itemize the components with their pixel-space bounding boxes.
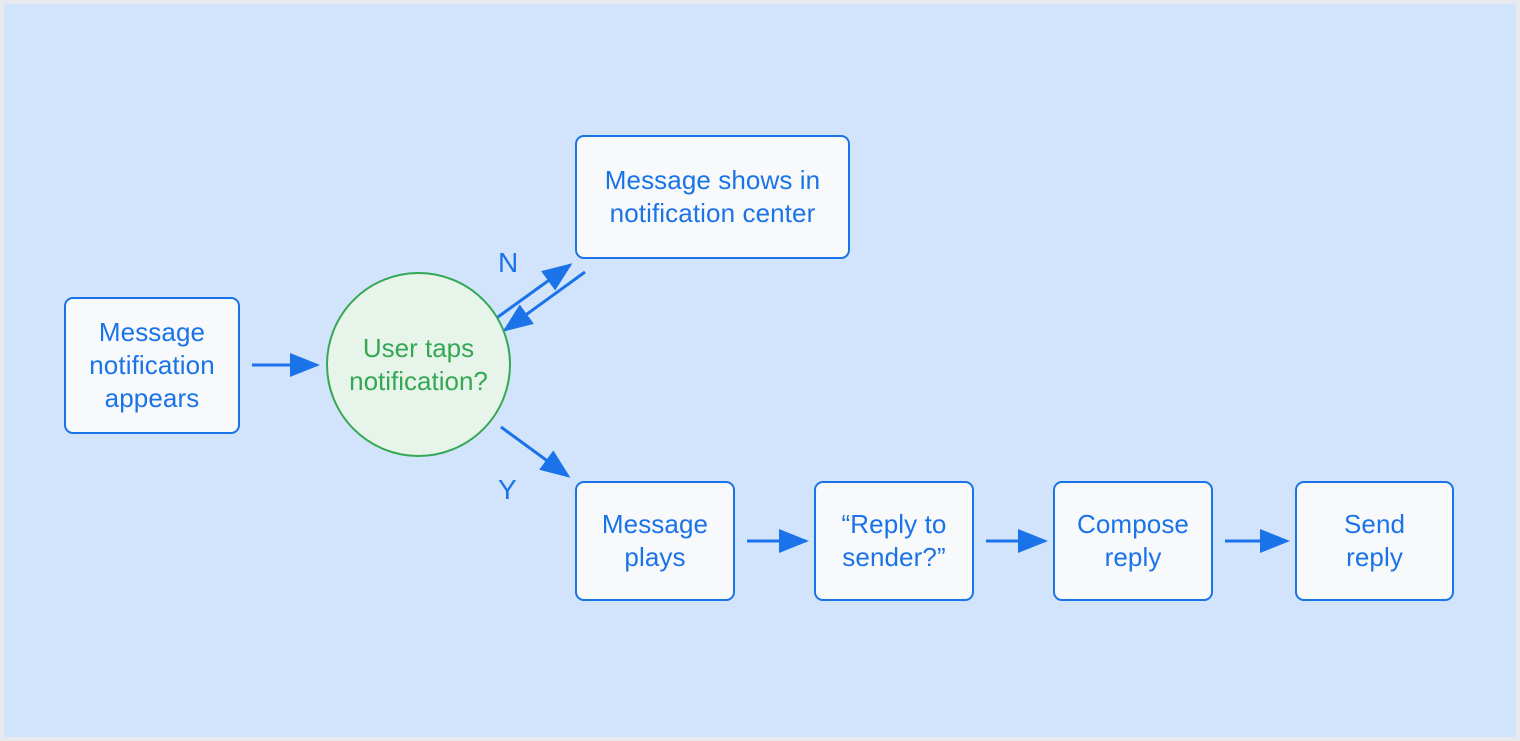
node-compose-reply[interactable]: Compose reply (1053, 481, 1213, 601)
node-message-shows-in-notification-center[interactable]: Message shows in notification center (575, 135, 850, 259)
edge-decision-to-plays (500, 425, 571, 478)
node-user-taps-notification-decision[interactable]: User taps notification? (326, 272, 511, 457)
edge-label-no: N (498, 247, 519, 278)
edge-notifcenter-to-decision (502, 270, 586, 332)
node-reply-to-sender[interactable]: “Reply to sender?” (814, 481, 974, 601)
edge-label-yes: Y (498, 474, 517, 505)
node-message-plays[interactable]: Message plays (575, 481, 735, 601)
node-message-notification-appears[interactable]: Message notification appears (64, 297, 240, 434)
node-send-reply[interactable]: Send reply (1295, 481, 1454, 601)
